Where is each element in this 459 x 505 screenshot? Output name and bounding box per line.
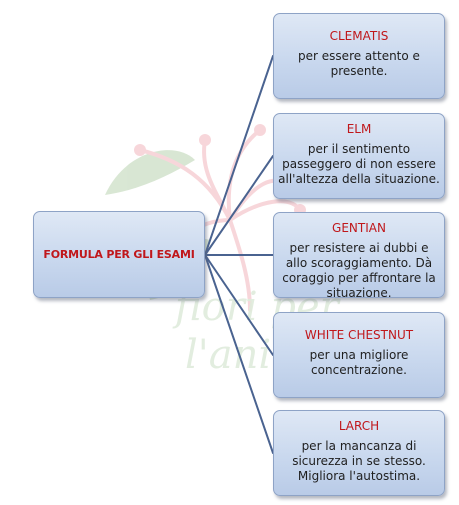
connector-line-4	[204, 254, 274, 356]
node-elm: ELM per il sentimento passeggero di non …	[273, 113, 445, 199]
root-node-label: FORMULA PER GLI ESAMI	[43, 248, 195, 261]
root-node: FORMULA PER GLI ESAMI	[33, 211, 205, 298]
node-title: WHITE CHESTNUT	[304, 328, 414, 342]
node-title: CLEMATIS	[329, 29, 389, 43]
node-gentian: GENTIAN per resistere ai dubbi e allo sc…	[273, 212, 445, 300]
node-description: per una migliore concentrazione.	[309, 348, 409, 377]
node-title: LARCH	[338, 419, 380, 433]
node-description: per il sentimento passeggero di non esse…	[278, 142, 440, 186]
connector-line-1	[204, 55, 274, 256]
connector-line-5	[204, 254, 274, 454]
node-title: ELM	[346, 122, 372, 136]
node-description: per la mancanza di sicurezza in se stess…	[292, 439, 426, 483]
node-description: per essere attento e presente.	[298, 49, 420, 78]
connector-line-2	[204, 155, 274, 256]
node-title: GENTIAN	[332, 221, 386, 235]
node-white-chestnut: WHITE CHESTNUT per una migliore concentr…	[273, 312, 445, 398]
node-description: per resistere ai dubbi e allo scoraggiam…	[282, 241, 436, 300]
node-clematis: CLEMATIS per essere attento e presente.	[273, 13, 445, 99]
node-larch: LARCH per la mancanza di sicurezza in se…	[273, 410, 445, 496]
